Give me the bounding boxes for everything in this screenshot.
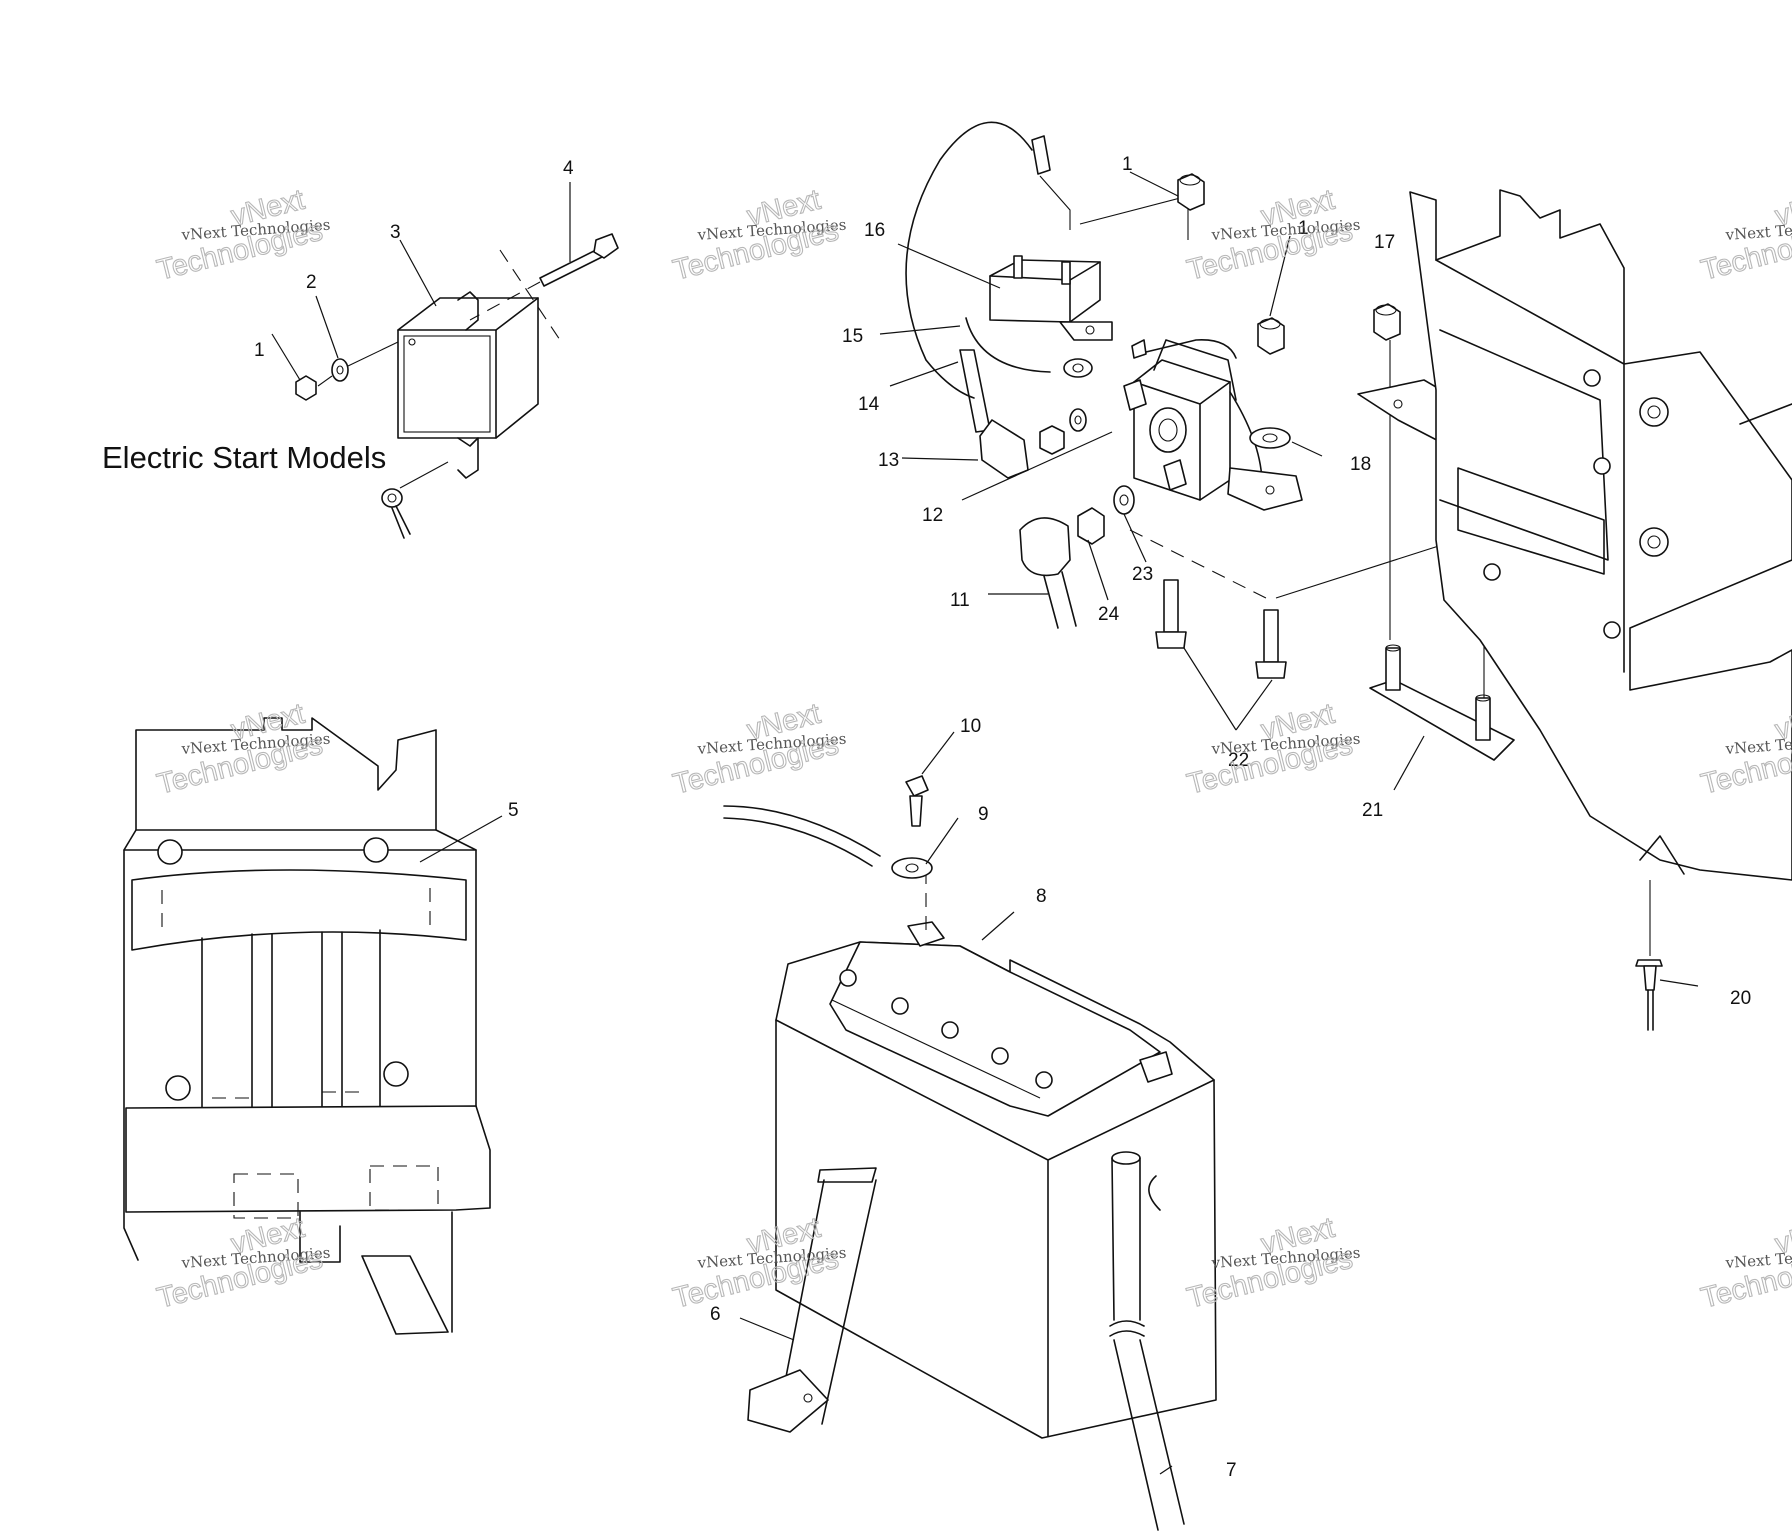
plate-part-21	[1369, 644, 1515, 761]
battery-part-8	[775, 868, 1217, 1439]
watermark: vNext vNext Technologies Technologies	[1183, 183, 1361, 287]
nut-part-17	[1373, 303, 1401, 640]
callout-11: 11	[950, 590, 970, 611]
callout-18: 18	[1350, 454, 1371, 475]
callout-8: 8	[1036, 886, 1047, 907]
watermark: vNext vNext Technologies Technologies	[153, 1211, 331, 1315]
section-title: Electric Start Models	[102, 440, 386, 475]
callout-16: 16	[864, 220, 885, 241]
callout-1-upper: 1	[1122, 154, 1133, 175]
cable-boot-part-11	[1019, 517, 1077, 629]
callout-labels: 1 2 3 4 5 6 7 8 9 10 11 12 13 14 15 16 1…	[254, 154, 1751, 1481]
battery-box-part-5	[123, 717, 491, 1335]
boot-part-13-14	[959, 349, 1029, 479]
nut-part-1-upper	[1177, 173, 1205, 211]
callout-15: 15	[842, 326, 863, 347]
module-part-16	[905, 121, 1189, 399]
chassis-bracket	[1409, 189, 1792, 881]
callout-12: 12	[922, 505, 943, 526]
washer-nut-parts-23-24	[1077, 485, 1135, 545]
ground-terminal	[381, 461, 449, 539]
callout-23: 23	[1132, 564, 1153, 585]
washer-part-18	[1249, 427, 1291, 449]
nut-part-1-lower	[1257, 317, 1285, 355]
watermark: vNext vNext Technologies Technologies	[669, 697, 847, 801]
watermark: vNext vNext Technologies Technologies	[1183, 697, 1361, 801]
callout-1: 1	[254, 340, 265, 361]
callout-13: 13	[878, 450, 899, 471]
callout-7: 7	[1226, 1460, 1237, 1481]
callout-4: 4	[563, 158, 574, 179]
terminal-screw-parts-9-10	[723, 775, 933, 879]
vent-tube-part-7	[1109, 1151, 1185, 1531]
callout-10: 10	[960, 716, 981, 737]
watermark: vNext vNext Technologies Technologies	[1697, 1211, 1792, 1315]
bolts-part-22	[1129, 519, 1521, 679]
wire-part-15	[965, 317, 1093, 378]
callout-20: 20	[1730, 988, 1751, 1009]
callout-5: 5	[508, 800, 519, 821]
callout-9: 9	[978, 804, 989, 825]
watermark: vNext vNext Technologies Technologies	[153, 183, 331, 287]
callout-3: 3	[390, 222, 401, 243]
callout-21: 21	[1362, 800, 1383, 821]
callout-6: 6	[710, 1304, 721, 1325]
watermark: vNext vNext Technologies Technologies	[669, 183, 847, 287]
strap-part-6	[747, 1167, 877, 1433]
nut-washer-parts-1-2	[295, 341, 399, 401]
rivet-part-20	[1635, 880, 1663, 1031]
callout-2: 2	[306, 272, 317, 293]
callout-1-lower: 1	[1298, 218, 1309, 239]
relay-module-part-3	[397, 249, 561, 479]
watermark: vNext vNext Technologies Technologies	[1697, 183, 1792, 287]
callout-14: 14	[858, 394, 880, 415]
leader-lines	[271, 171, 1699, 1475]
bolt-part-4	[469, 233, 619, 321]
nut-part-12	[1039, 408, 1087, 455]
starter-solenoid	[1123, 339, 1303, 511]
callout-24: 24	[1098, 604, 1120, 625]
callout-17: 17	[1374, 232, 1395, 253]
callout-22: 22	[1228, 750, 1249, 771]
